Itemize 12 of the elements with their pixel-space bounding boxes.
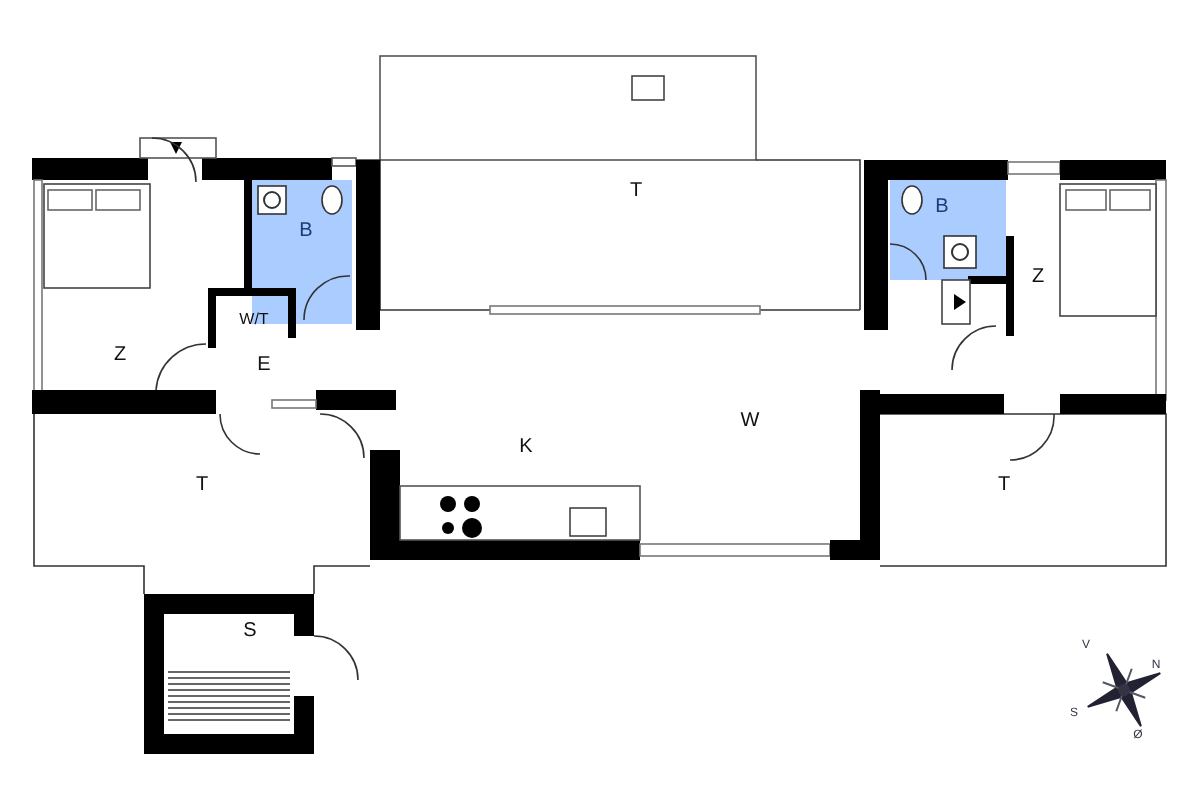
room-label: W/T bbox=[239, 312, 269, 328]
room-label: T bbox=[629, 182, 643, 202]
room-label: T bbox=[997, 476, 1011, 496]
room-label: Z bbox=[113, 346, 127, 366]
room-label: W bbox=[740, 412, 760, 432]
room-label: T bbox=[195, 476, 209, 496]
room-label: S bbox=[243, 622, 257, 642]
room-label: E bbox=[257, 356, 271, 376]
room-label: Z bbox=[1031, 268, 1045, 288]
room-label: K bbox=[519, 438, 533, 458]
room-label: B bbox=[299, 222, 313, 242]
room-label: B bbox=[935, 198, 949, 218]
